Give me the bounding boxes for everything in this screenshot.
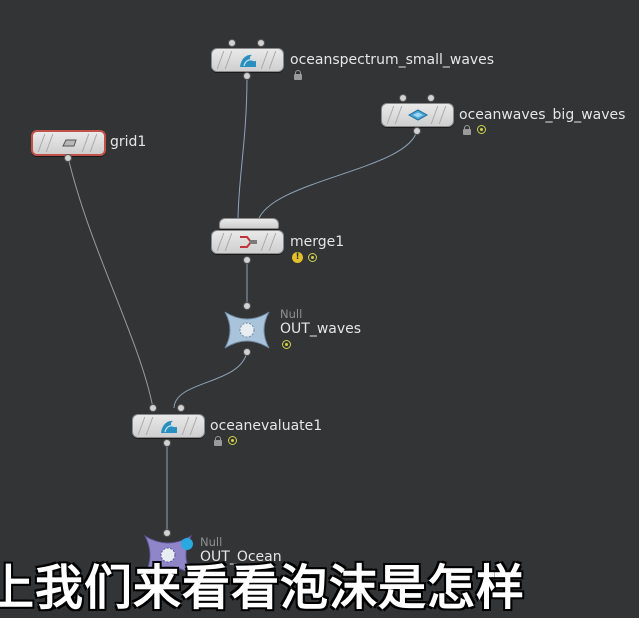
node-type-label: Null — [280, 307, 303, 321]
output-port[interactable] — [164, 440, 170, 446]
lock-icon[interactable] — [463, 125, 471, 135]
ocean-spectrum-icon — [239, 54, 256, 67]
wire-bigwaves-to-merge — [257, 129, 418, 222]
input-port[interactable] — [258, 40, 264, 46]
node-body[interactable] — [132, 414, 205, 438]
wire-grid-to-evaluate — [67, 156, 154, 409]
display-flag-icon[interactable] — [282, 340, 291, 349]
input-port[interactable] — [164, 530, 170, 536]
node-label[interactable]: merge1 — [290, 234, 345, 250]
output-port[interactable] — [244, 349, 250, 355]
node-label[interactable]: grid1 — [110, 134, 147, 150]
input-port[interactable] — [428, 95, 434, 101]
video-subtitle: 上我们来看看泡沫是怎样 — [0, 560, 526, 616]
grid-icon — [61, 139, 77, 147]
node-type-label: Null — [200, 535, 223, 549]
lock-icon[interactable] — [294, 70, 302, 80]
null-icon[interactable] — [221, 310, 273, 350]
output-port[interactable] — [414, 128, 420, 134]
output-port[interactable] — [244, 73, 250, 79]
display-flag-icon[interactable] — [308, 253, 317, 262]
node-body[interactable] — [211, 230, 284, 254]
input-port[interactable] — [150, 405, 156, 411]
input-port[interactable] — [244, 303, 250, 309]
output-port[interactable] — [244, 257, 250, 263]
merge-icon — [239, 236, 257, 248]
node-label[interactable]: OUT_Ocean — [200, 549, 282, 565]
input-port[interactable] — [400, 95, 406, 101]
node-label[interactable]: oceanspectrum_small_waves — [290, 52, 495, 68]
ocean-waves-icon — [407, 109, 428, 121]
wire-outwaves-to-evaluate — [173, 351, 248, 409]
warning-icon[interactable]: ! — [292, 252, 303, 263]
node-body[interactable] — [211, 48, 284, 72]
input-port[interactable] — [178, 405, 184, 411]
null-icon[interactable] — [141, 534, 195, 576]
display-flag-icon[interactable] — [477, 125, 486, 134]
display-flag-icon[interactable] — [228, 436, 237, 445]
node-label[interactable]: oceanevaluate1 — [210, 418, 323, 434]
network-wires — [67, 75, 418, 533]
input-port[interactable] — [229, 40, 235, 46]
lock-icon[interactable] — [214, 436, 222, 446]
node-body-selected[interactable] — [31, 130, 106, 156]
wire-spectrum-to-merge — [237, 75, 248, 222]
node-label[interactable]: OUT_waves — [280, 321, 362, 337]
merge-input-bar[interactable] — [219, 218, 279, 229]
node-label[interactable]: oceanwaves_big_waves — [459, 107, 626, 123]
node-body[interactable] — [381, 103, 454, 127]
output-port[interactable] — [65, 155, 71, 161]
ocean-evaluate-icon — [160, 420, 177, 433]
